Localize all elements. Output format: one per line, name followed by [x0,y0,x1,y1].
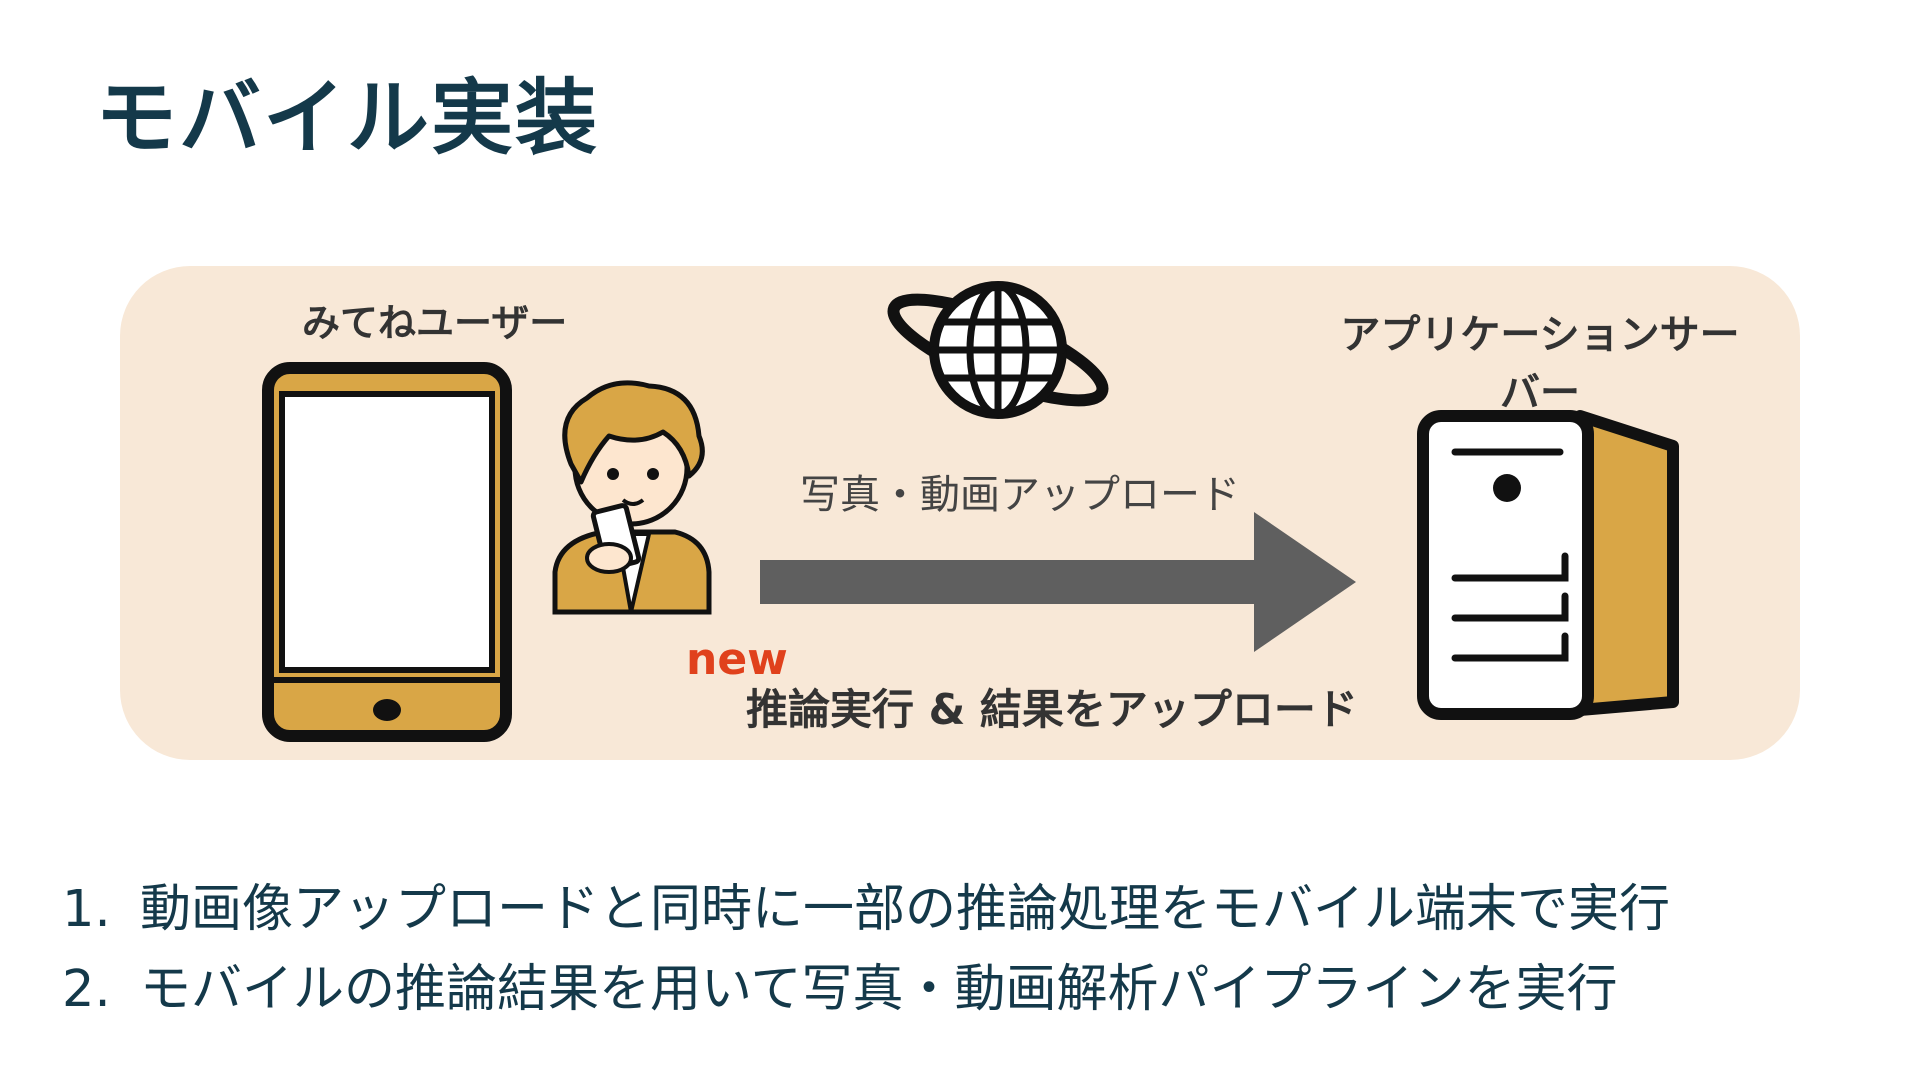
list-text: 動画像アップロードと同時に一部の推論処理をモバイル端末で実行 [140,880,1671,939]
list-item: 1. 動画像アップロードと同時に一部の推論処理をモバイル端末で実行 [62,870,1670,950]
list-number: 1. [62,880,111,939]
point-list: 1. 動画像アップロードと同時に一部の推論処理をモバイル端末で実行 2. モバイルの… [62,870,1670,1030]
slide-title: モバイル実装 [95,71,600,166]
list-item: 2. モバイルの推論結果を用いて写真・動画解析パイプラインを実行 [62,950,1670,1030]
user-label: みてねユーザー [302,301,568,345]
arrow-right-icon [760,512,1356,652]
server-icon [1417,410,1679,720]
new-badge: new [686,634,788,685]
upload-label: 写真・動画アップロード [800,472,1240,518]
smartphone-icon [262,362,512,742]
inference-label: 推論実行 & 結果をアップロード [746,685,1358,734]
globe-icon [887,281,1109,419]
list-text: モバイルの推論結果を用いて写真・動画解析パイプラインを実行 [140,960,1618,1019]
server-label: アプリケーションサーバー [1340,312,1740,416]
user-with-phone-icon [552,380,712,615]
list-number: 2. [62,960,111,1019]
